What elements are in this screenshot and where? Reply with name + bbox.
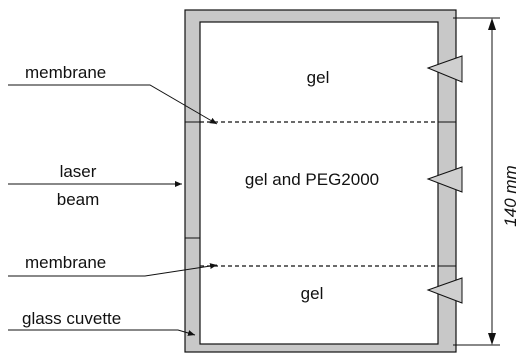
region-bottom-label: gel	[301, 284, 324, 303]
membrane-top-leader	[8, 84, 218, 125]
dimension-arrow-down	[488, 333, 496, 345]
position-marker-top	[426, 55, 463, 83]
cuvette-inner-space	[199, 21, 439, 345]
region-top-label: gel	[307, 68, 330, 87]
position-marker-bottom	[426, 277, 463, 304]
laser-label-line1: laser	[60, 162, 97, 181]
dimension-label: 140 mm	[501, 165, 520, 226]
membrane-bottom-label: membrane	[25, 253, 106, 272]
membrane-top-label: membrane	[25, 63, 106, 82]
dimension-arrow-up	[488, 18, 496, 30]
membrane-bottom-leader	[8, 263, 218, 277]
laser-label-line2: beam	[57, 190, 100, 209]
glass-cuvette-label: glass cuvette	[22, 309, 121, 328]
glass-cuvette-leader	[8, 329, 196, 336]
position-marker-middle	[426, 166, 463, 193]
region-middle-label: gel and PEG2000	[245, 170, 379, 189]
